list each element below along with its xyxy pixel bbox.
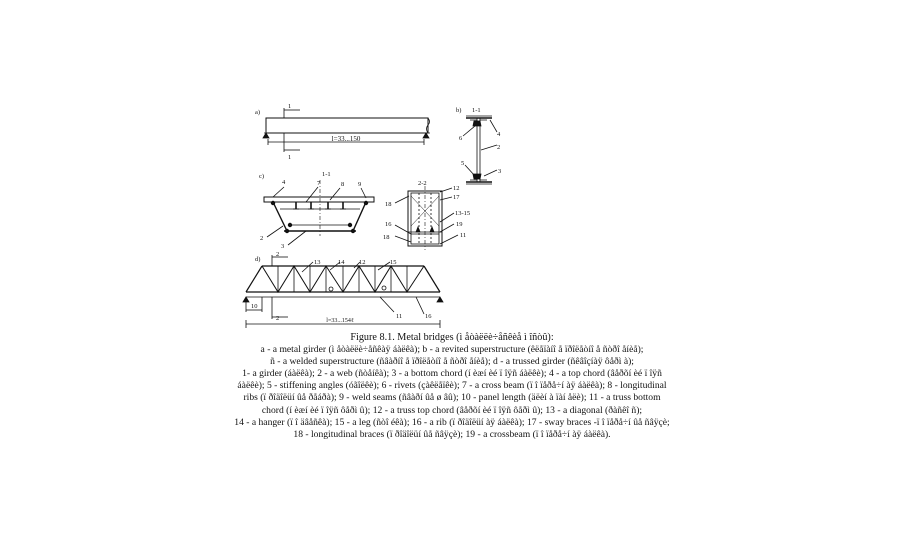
panel-c2-callout-13-15: 13-15: [455, 210, 470, 217]
panel-c2-callout-12: 12: [453, 185, 460, 192]
caption-line-4: áàëêè); 5 - stiffening angles (óãîëêè); …: [237, 380, 667, 392]
panel-d-tag: d): [255, 256, 260, 263]
panel-c2-section: 2-2: [418, 180, 427, 187]
panel-c2-callout-16: 16: [385, 221, 392, 228]
panel-d-panel-length: 10: [251, 303, 258, 310]
caption-line-7: 14 - a hanger (ï î äâåñêà); 15 - a leg (…: [234, 416, 670, 428]
panel-c-callout-3: 3: [281, 243, 284, 250]
panel-d-section-bottom: 2: [276, 315, 279, 322]
panel-b-callout-3: 3: [498, 168, 501, 175]
panel-a-tag: a): [255, 109, 260, 116]
panel-c-callout-4: 4: [282, 179, 286, 186]
panel-b-riveted-section: [462, 115, 498, 185]
panel-c-callout-7: 7: [317, 180, 321, 187]
panel-c-callout-2: 2: [260, 235, 263, 242]
panel-c-section: 1-1: [322, 171, 331, 178]
panel-d-callout-15: 15: [390, 259, 397, 266]
caption-line-1: a - a metal girder (ì åòàëëè÷åñêàÿ áàëêà…: [260, 344, 644, 356]
panel-c2-callout-17: 17: [453, 194, 460, 201]
panel-b-section: 1-1: [472, 107, 481, 114]
panel-b-callout-5: 5: [461, 160, 464, 167]
panel-a-girder: [262, 108, 430, 152]
panel-b-tag: b): [456, 107, 461, 114]
panel-d-span: l=33...154ℓ: [326, 318, 354, 324]
panel-d-section-top: 2: [276, 251, 279, 258]
caption-line-6: chord (í èæí èé ï îÿñ ôåðì û); 12 - a tr…: [261, 404, 643, 416]
panel-c-tag: c): [259, 173, 264, 180]
panel-a-section-bottom: 1: [288, 154, 291, 161]
panel-d-callout-14: 14: [338, 259, 345, 266]
caption-line-8: 18 - longitudinal braces (ï ðîäîëüí ûå ñ…: [293, 428, 611, 440]
panel-b-callout-2: 2: [497, 144, 500, 151]
caption-line-5: ribs (ï ðîäîëüí ûå ðåáðà); 9 - weld seam…: [243, 392, 661, 404]
panel-d-callout-12: 12: [359, 259, 366, 266]
panel-b-callout-6: 6: [459, 135, 463, 142]
panel-d-callout-16: 16: [425, 313, 432, 320]
panel-c2-callout-19: 19: [456, 221, 463, 228]
panel-c-welded-section: [263, 180, 375, 246]
panel-d-callout-11: 11: [396, 313, 402, 320]
panel-c-callout-9: 9: [358, 181, 361, 188]
caption-line-2: ñ - a welded superstructure (ñâàðíî å ïð…: [270, 356, 634, 368]
panel-c2-callout-18-top: 18: [385, 201, 392, 208]
panel-c2-callout-18-bottom: 18: [383, 234, 390, 241]
panel-a-section-top: 1: [288, 103, 291, 110]
figure-caption: Figure 8.1. Metal bridges (ì åòàëëè÷åñêè…: [100, 332, 804, 441]
panel-c2-callout-11: 11: [460, 232, 466, 239]
panel-d-truss-girder: [242, 255, 444, 328]
panel-d-callout-13: 13: [314, 259, 321, 266]
panel-b-callout-4: 4: [497, 131, 501, 138]
caption-title: Figure 8.1. Metal bridges (ì åòàëëè÷åñêè…: [350, 332, 554, 343]
panel-c-callout-8: 8: [341, 181, 344, 188]
caption-line-3: 1- a girder (áàëêà); 2 - a web (ñòåíêà);…: [242, 368, 662, 380]
panel-c-truss-section: [394, 186, 459, 250]
panel-a-span: l=33...150: [332, 135, 361, 143]
